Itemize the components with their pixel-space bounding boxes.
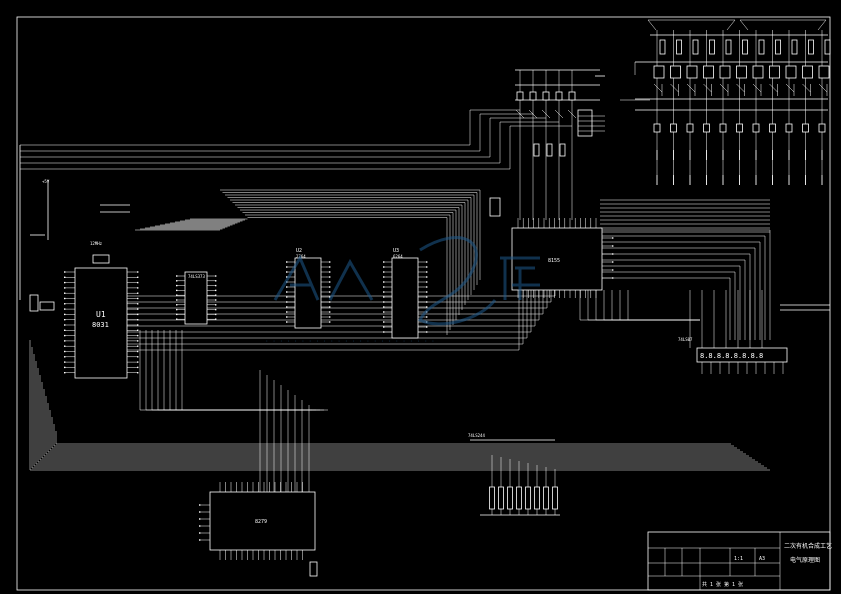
eprom-u2: U2 2764: [286, 248, 331, 329]
resistor-array-label: 74LS244: [468, 433, 485, 438]
led-driver-label: 74LS07: [678, 337, 693, 342]
u2-part: 2764: [296, 254, 306, 259]
watermark-logo: · · · · · · · · · · · · · · · · · · · · …: [265, 236, 540, 345]
sheet-count: 共 1 张 第 1 张: [702, 581, 743, 588]
u3-part: 6264: [393, 254, 403, 259]
latch-label: 74LS373: [188, 274, 205, 279]
title-line-1: 二次有机合成工艺: [784, 542, 832, 550]
led-display: 8.8.8.8.8.8.8.8 74LS07: [678, 337, 788, 374]
u1-part: 8031: [92, 321, 109, 329]
u4-part: 8155: [548, 258, 560, 264]
outer-border: [16, 16, 831, 591]
ram-u3: U3 6264: [383, 248, 428, 339]
pullup-resistor-array: 74LS244: [468, 433, 560, 516]
display-digits: 8.8.8.8.8.8.8.8: [700, 352, 763, 360]
output-driver-array: [620, 19, 831, 185]
oscillator-label: 12MHz: [90, 241, 103, 246]
latch-74ls373: 74LS373: [176, 271, 217, 325]
u1-ref: U1: [96, 310, 106, 319]
u3-ref: U3: [393, 248, 399, 254]
vcc-label-left: +5V: [42, 179, 50, 184]
mcu-u1: U1 8031 12MHz: [64, 241, 139, 379]
left-passives: +5V: [19, 145, 501, 577]
bus-wiring: [20, 109, 830, 492]
scale-value: 1:1: [734, 556, 743, 562]
u5-part: 8279: [255, 519, 267, 525]
keyboard-display-8279: 8279: [199, 482, 316, 560]
title-line-2: 电气原理图: [790, 556, 820, 564]
title-block: 二次有机合成工艺 电气原理图 共 1 张 第 1 张 1:1 A3: [647, 531, 832, 591]
watermark-dots: · · · · · · · · · · · · · · · · · · · · …: [265, 338, 435, 345]
drawing-size: A3: [759, 556, 765, 562]
u2-ref: U2: [296, 248, 302, 254]
keyboard-interface-block: [515, 69, 605, 220]
